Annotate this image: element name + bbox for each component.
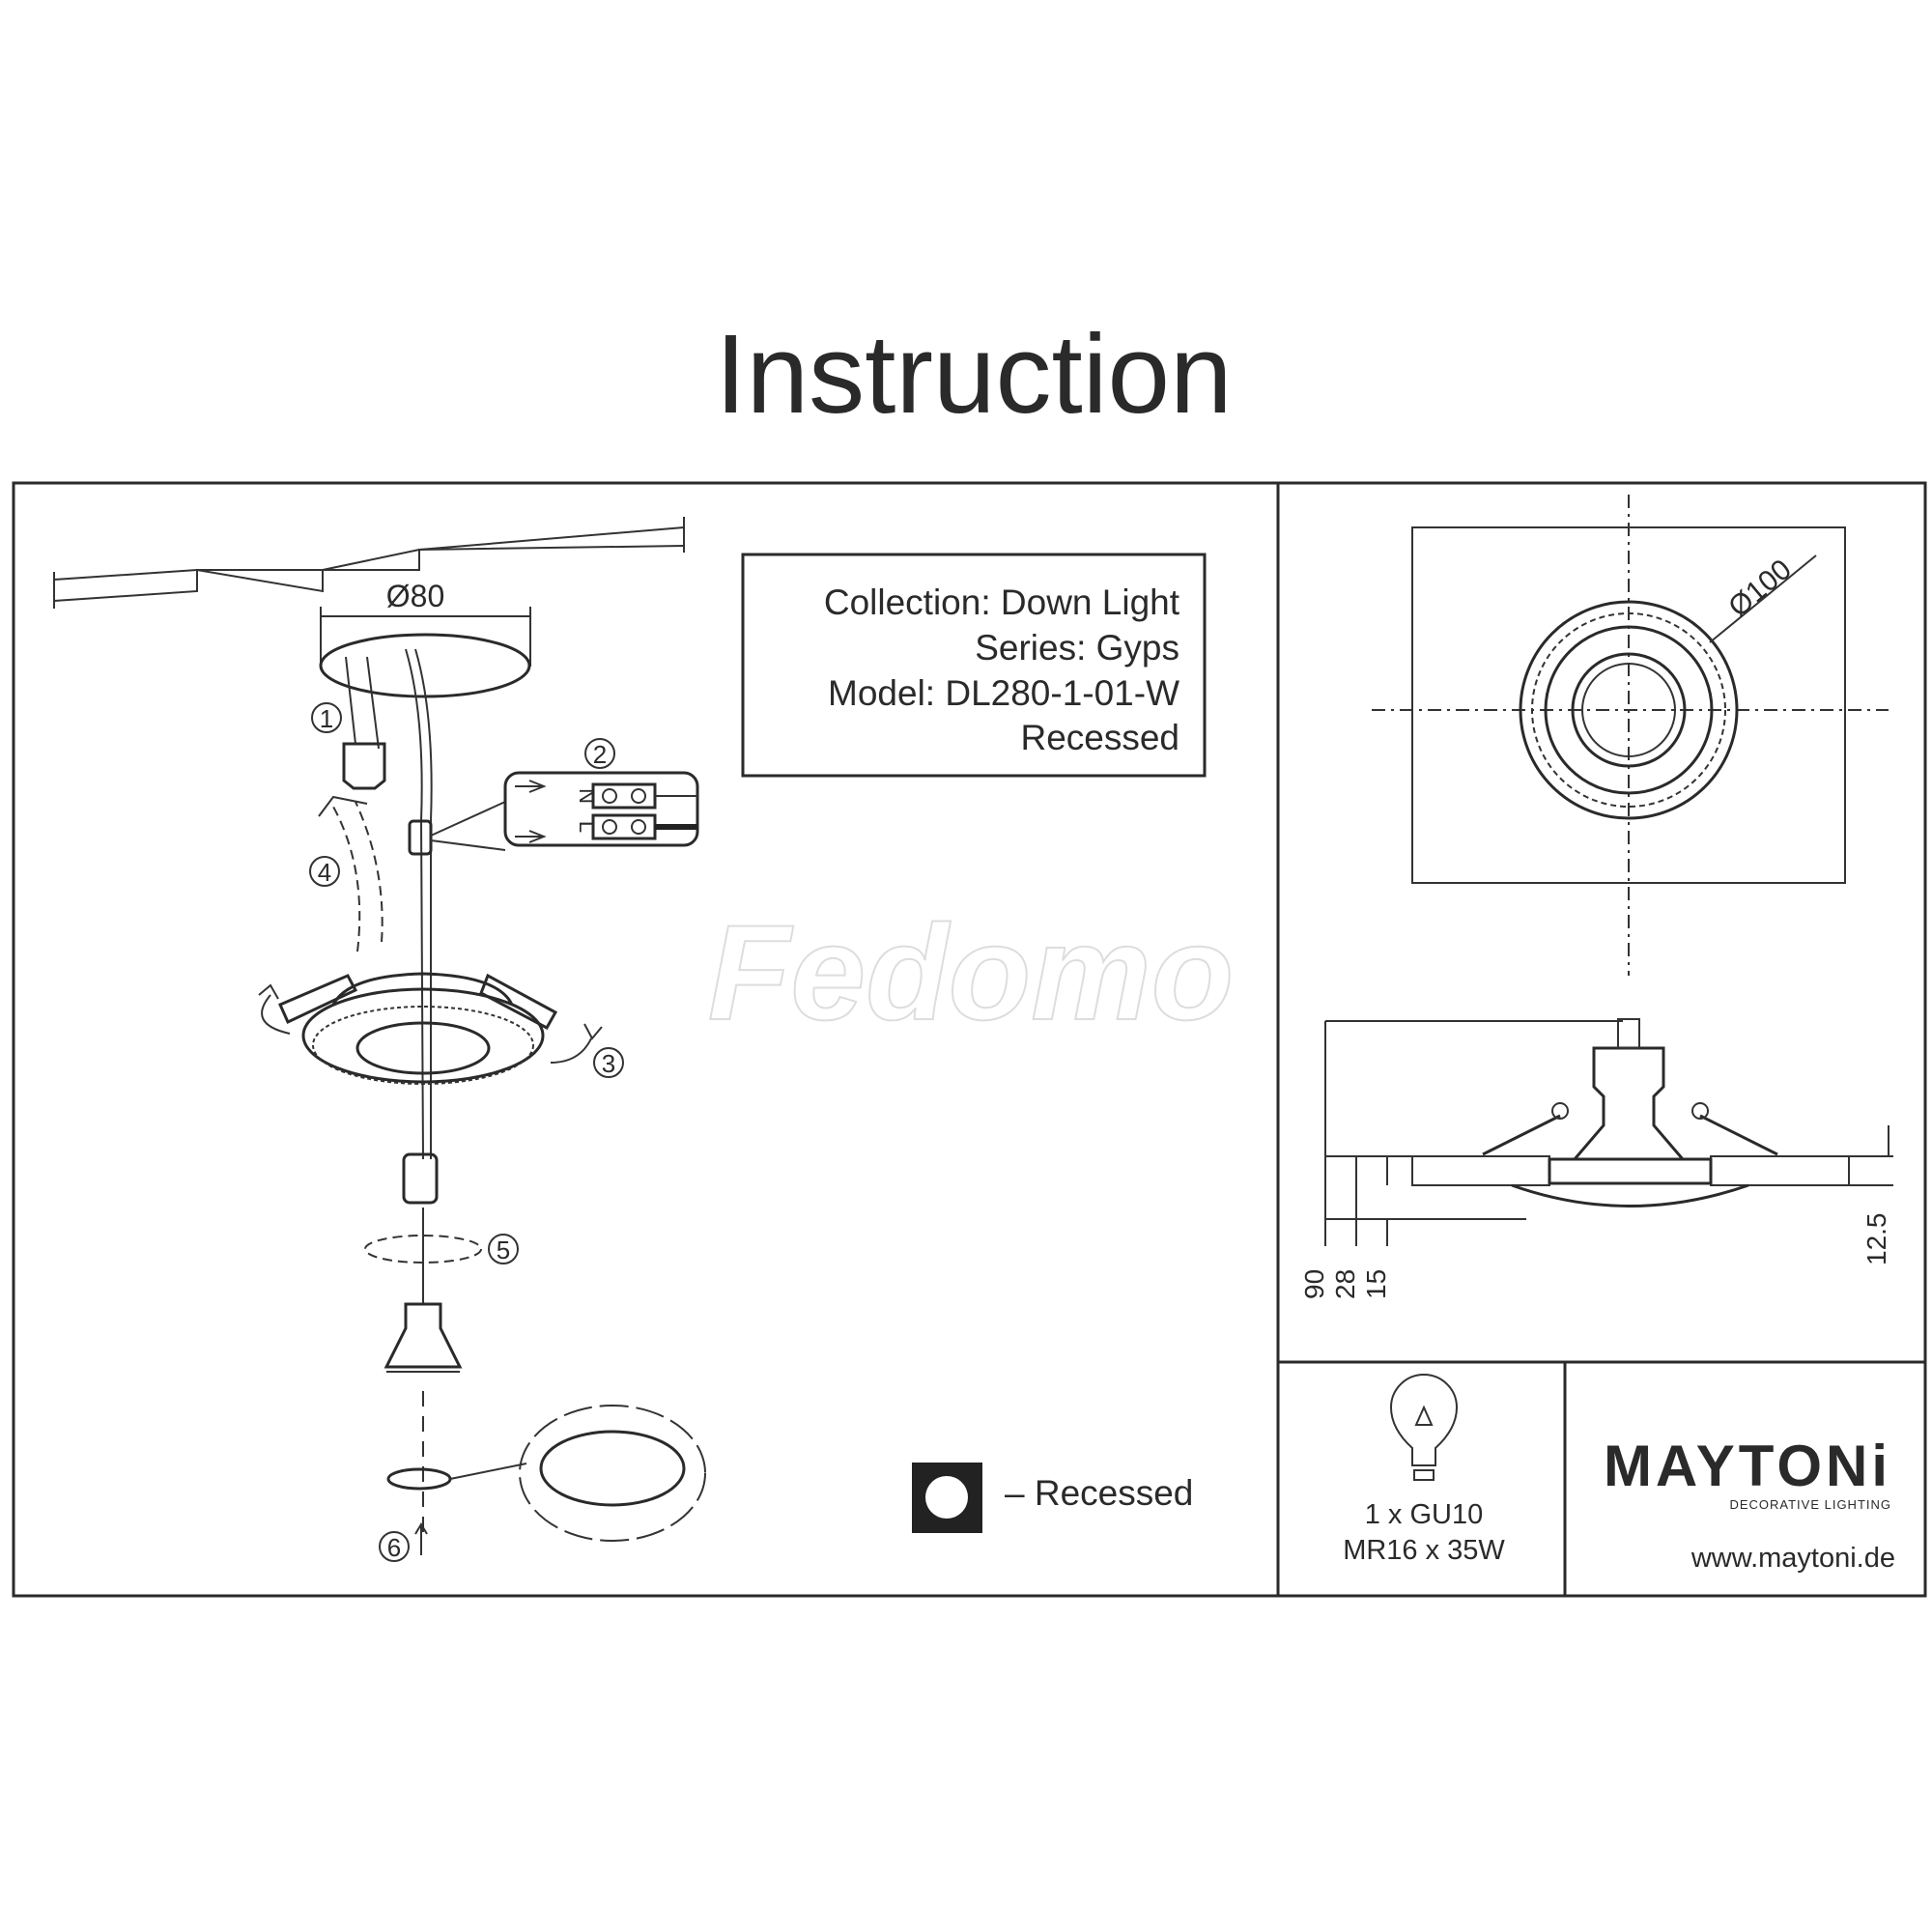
diameter-label: Ø100 <box>1722 554 1797 623</box>
step-markers: 1 2 3 4 5 6 <box>309 702 624 1562</box>
light-bulb-icon <box>1389 1374 1459 1481</box>
recessed-legend: – Recessed <box>912 1463 1193 1533</box>
brand-tagline: DECORATIVE LIGHTING <box>1729 1497 1891 1512</box>
type-label: Recessed <box>1020 718 1179 757</box>
height-28-label: 28 <box>1330 1269 1360 1299</box>
height-15-label: 15 <box>1361 1269 1391 1299</box>
step-2: 2 <box>593 740 607 769</box>
brand-block: MAYTONi DECORATIVE LIGHTING www.maytoni.… <box>1604 1434 1895 1574</box>
bulb-spec: 1 x GU10 MR16 x 35W <box>1343 1374 1505 1566</box>
page-title: Instruction <box>715 311 1232 437</box>
website-link[interactable]: www.maytoni.de <box>1690 1543 1895 1574</box>
height-90-label: 90 <box>1299 1269 1329 1299</box>
watermark: Fedomo <box>708 896 1234 1048</box>
bulb-count-label: 1 x GU10 <box>1365 1499 1484 1530</box>
collection-label: Collection: Down Light <box>824 582 1180 622</box>
step-6: 6 <box>387 1533 401 1562</box>
step-4: 4 <box>318 858 331 887</box>
terminal-l-label: L <box>575 821 599 833</box>
step-3: 3 <box>602 1049 615 1078</box>
maytoni-logo: MAYTONi <box>1604 1434 1891 1498</box>
hole-diameter-label: Ø80 <box>386 579 444 613</box>
terminal-n-label: N <box>575 788 599 804</box>
model-label: Model: DL280-1-01-W <box>828 673 1179 713</box>
step-5: 5 <box>497 1236 510 1264</box>
step-1: 1 <box>320 704 333 733</box>
side-view-drawing: 90 28 15 12.5 <box>1299 1018 1893 1299</box>
top-view-drawing: Ø100 <box>1372 495 1889 976</box>
bulb-type-label: MR16 x 35W <box>1343 1535 1505 1566</box>
series-label: Series: Gyps <box>975 628 1179 668</box>
installation-diagram: Ø80 N L <box>53 517 706 1562</box>
outer-frame <box>12 481 1927 1598</box>
info-box: Collection: Down Light Series: Gyps Mode… <box>741 553 1207 778</box>
recessed-legend-label: – Recessed <box>1005 1473 1193 1513</box>
height-12-5-label: 12.5 <box>1861 1213 1891 1266</box>
